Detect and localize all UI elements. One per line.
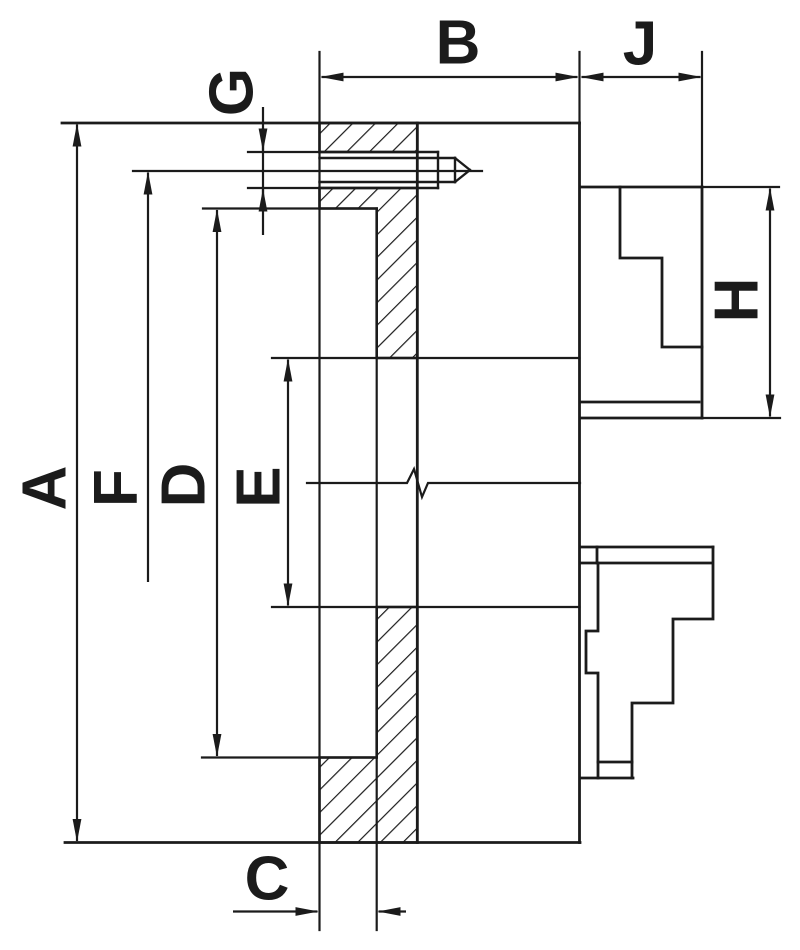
dim-label-E: E (225, 466, 294, 507)
dimension-H: H (703, 187, 775, 418)
bottom-jaw (579, 545, 715, 780)
hatch-upper-web (318, 186, 419, 360)
dimension-C: C (233, 845, 406, 916)
dimension-E: E (225, 358, 294, 607)
face-and-extension-lines (131, 50, 782, 932)
dim-label-B: B (436, 9, 481, 78)
dimension-A: A (11, 123, 82, 842)
dimension-J: J (580, 10, 702, 82)
hatch-lower-web (318, 605, 419, 844)
top-jaw (579, 185, 704, 420)
mounting-bolt (318, 150, 472, 190)
dim-label-C: C (245, 845, 290, 914)
dimension-F: F (82, 171, 153, 582)
dim-label-A: A (11, 466, 80, 511)
dim-label-H: H (703, 278, 772, 323)
dim-label-D: D (150, 463, 219, 508)
centre-line-with-break (305, 465, 582, 501)
dimension-G: G (198, 68, 268, 235)
hatch-top-arm (318, 121, 419, 154)
dim-label-J: J (623, 10, 657, 79)
dimension-B: B (320, 9, 579, 82)
dimension-D: D (150, 209, 222, 757)
dim-label-F: F (82, 469, 151, 507)
dim-label-G: G (198, 68, 267, 116)
